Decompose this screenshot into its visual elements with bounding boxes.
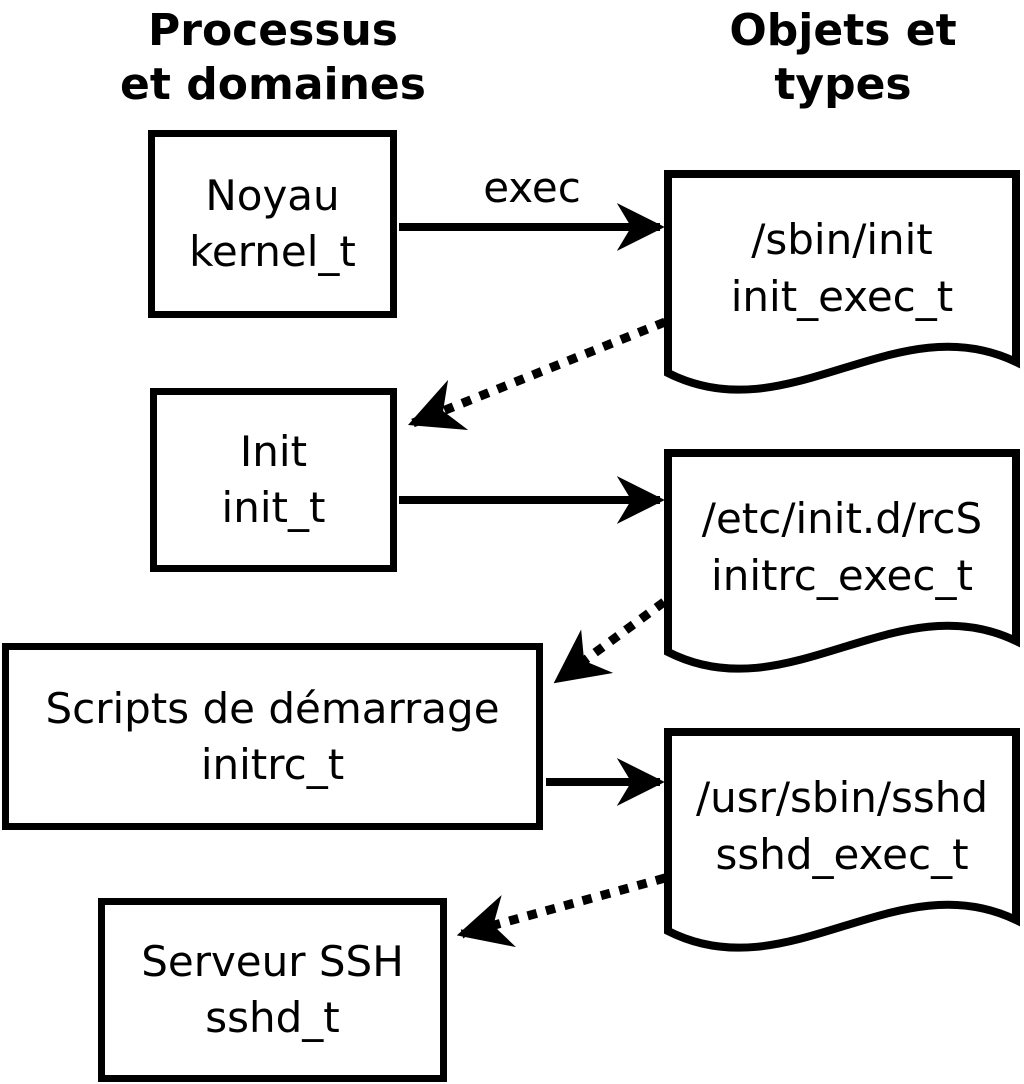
- exec-arrow-label: exec: [483, 163, 581, 212]
- dotted-arrow-init-exec-to-init: [407, 317, 667, 430]
- process-box-sshd: Serveur SSH sshd_t: [98, 898, 447, 1082]
- document-shape-initrc-exec: [664, 449, 1020, 673]
- column-header-processes: Processus et domaines: [73, 4, 473, 112]
- process-box-initrc: Scripts de démarrage initrc_t: [2, 643, 543, 830]
- object-path: /usr/sbin/sshd: [695, 772, 989, 822]
- document-shape-sshd-exec: [664, 728, 1020, 952]
- process-domain: kernel_t: [189, 227, 356, 276]
- object-type: initrc_exec_t: [711, 550, 973, 600]
- object-doc-init-exec: /sbin/init init_exec_t: [668, 185, 1016, 350]
- process-name: Init: [239, 427, 308, 476]
- process-name: Noyau: [205, 171, 340, 220]
- header-line: types: [774, 59, 912, 110]
- object-type: init_exec_t: [730, 271, 954, 321]
- process-name: Scripts de démarrage: [45, 683, 500, 733]
- object-type: sshd_exec_t: [715, 829, 969, 879]
- process-box-init: Init init_t: [150, 388, 397, 572]
- header-line: Processus: [148, 5, 398, 56]
- object-doc-sshd-exec: /usr/sbin/sshd sshd_exec_t: [668, 743, 1016, 908]
- header-line: et domaines: [120, 59, 426, 110]
- dotted-arrow-sshd-exec-to-sshd: [456, 873, 667, 948]
- dotted-arrow-initrc-exec-to-initrc: [553, 598, 667, 684]
- object-path: /sbin/init: [751, 214, 933, 264]
- object-path: /etc/init.d/rcS: [701, 493, 983, 543]
- process-domain: init_t: [221, 483, 326, 532]
- process-domain: initrc_t: [200, 739, 345, 789]
- object-doc-initrc-exec: /etc/init.d/rcS initrc_exec_t: [668, 464, 1016, 629]
- document-shape-init-exec: [664, 170, 1020, 394]
- process-name: Serveur SSH: [141, 937, 404, 986]
- column-header-objects: Objets et types: [643, 4, 1024, 112]
- header-line: Objets et: [729, 5, 957, 56]
- process-domain: sshd_t: [205, 993, 340, 1042]
- process-box-kernel: Noyau kernel_t: [148, 130, 397, 318]
